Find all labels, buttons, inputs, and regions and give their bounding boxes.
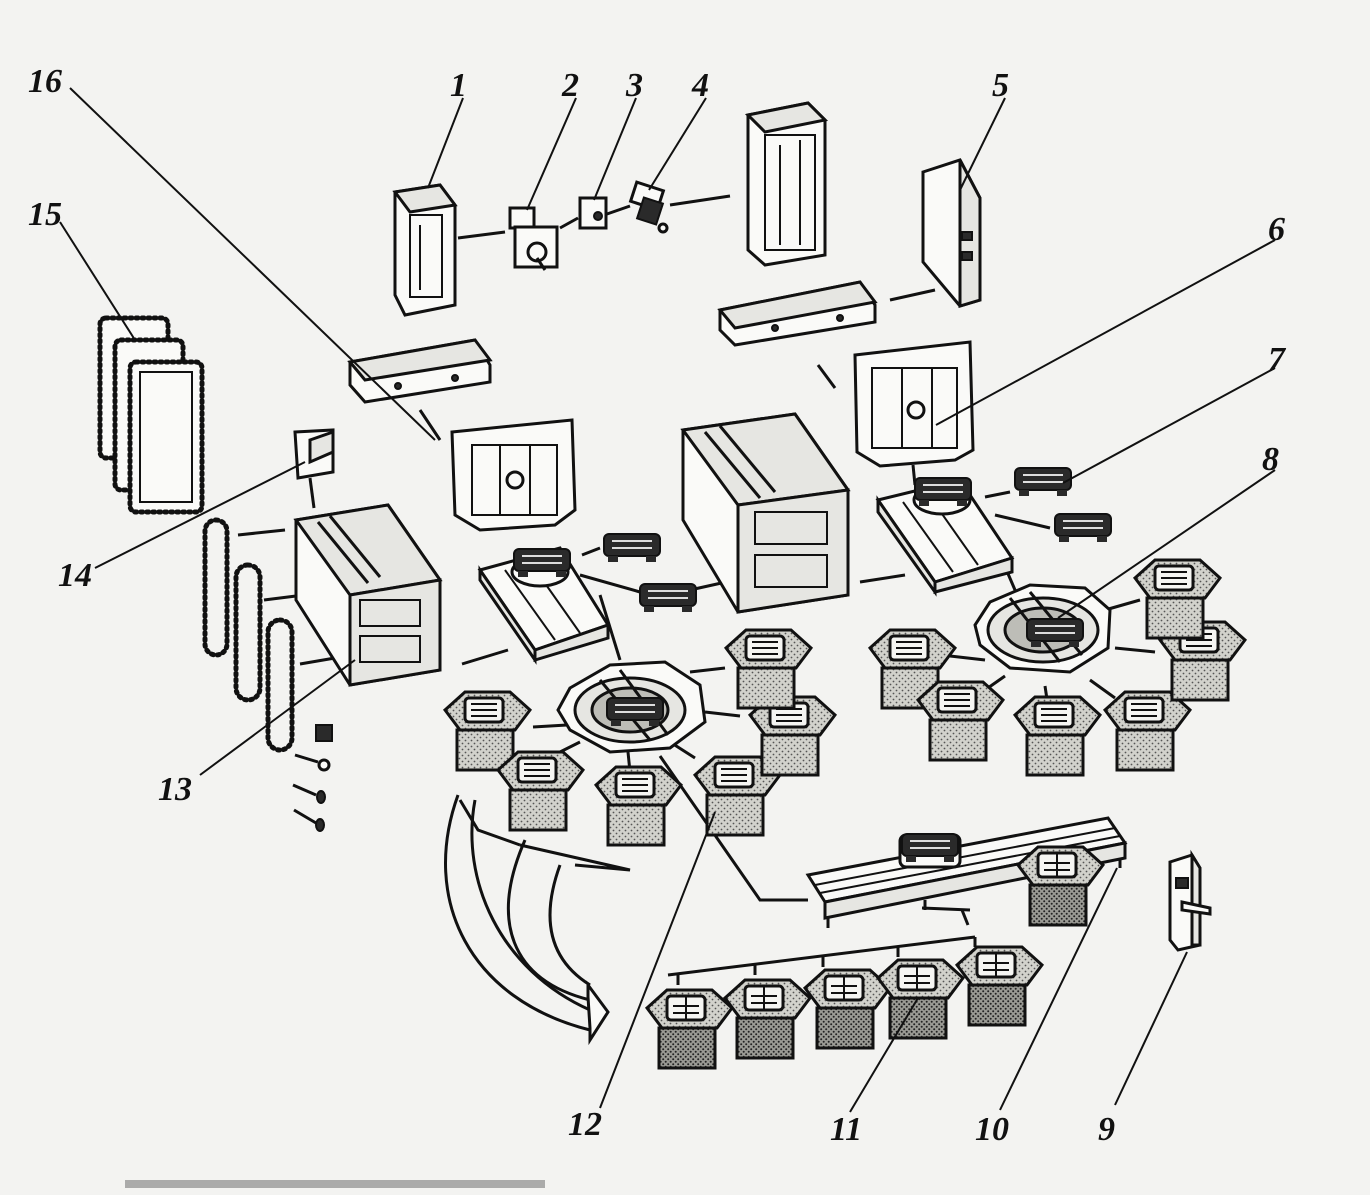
callout-10: 10 (975, 1111, 1009, 1148)
pallet-left-a (603, 533, 661, 563)
column-unit-1 (392, 183, 458, 317)
pallet-left-b (639, 583, 697, 613)
callout-11: 11 (830, 1111, 862, 1148)
spindle-module-2 (508, 206, 559, 271)
leader-lines (59, 87, 1276, 1113)
fixture-station (594, 765, 683, 847)
chain-magazines (202, 517, 295, 753)
carousel-right-8 (973, 583, 1112, 674)
loading-station (1016, 845, 1105, 927)
callout-4: 4 (691, 67, 709, 104)
machining-center-middle (680, 412, 851, 614)
column-unit-large (744, 101, 829, 267)
tool-changer-arm-14 (293, 428, 335, 480)
fixture-station (916, 680, 1005, 762)
cropped-caption-remnant (125, 1180, 545, 1188)
callout-1: 1 (450, 67, 467, 104)
callout-3: 3 (625, 67, 643, 104)
storage-station (723, 978, 812, 1060)
column-frame-6 (853, 340, 975, 468)
pallet-right-b (1054, 513, 1112, 543)
callout-12: 12 (568, 1106, 602, 1143)
callout-2: 2 (561, 67, 579, 104)
machining-center-13 (293, 503, 443, 687)
callout-16: 16 (28, 63, 62, 100)
storage-station (955, 945, 1044, 1027)
callout-6: 6 (1268, 211, 1285, 248)
storage-station (803, 968, 892, 1050)
carousel-left-12 (556, 660, 707, 754)
callout-14: 14 (58, 557, 92, 594)
flow-arrows (444, 794, 631, 1046)
fixture-station (496, 750, 585, 832)
callout-labels: 1 2 3 4 5 6 7 8 9 10 11 12 13 14 15 16 (28, 63, 1287, 1148)
control-console-9 (1168, 849, 1212, 952)
machine-bed-right (875, 477, 1015, 597)
tool-holder-3 (578, 196, 608, 230)
callout-7: 7 (1268, 341, 1287, 378)
fixture-station (1103, 690, 1192, 772)
crossbeam-16 (347, 338, 493, 404)
callout-8: 8 (1262, 441, 1279, 478)
callout-9: 9 (1098, 1111, 1115, 1148)
machine-bed-left (477, 546, 611, 665)
crossbeam-right (717, 280, 878, 347)
tool-magazine-15 (97, 315, 205, 515)
tool-set (292, 724, 333, 832)
column-frame-left (450, 418, 577, 532)
storage-station (876, 958, 965, 1040)
callout-5: 5 (992, 67, 1009, 104)
storage-station (645, 988, 734, 1070)
callout-13: 13 (158, 771, 192, 808)
fixture-station (1013, 695, 1102, 777)
pallet-7 (1014, 467, 1072, 497)
control-cabinet-5 (921, 158, 982, 309)
callout-15: 15 (28, 196, 62, 233)
